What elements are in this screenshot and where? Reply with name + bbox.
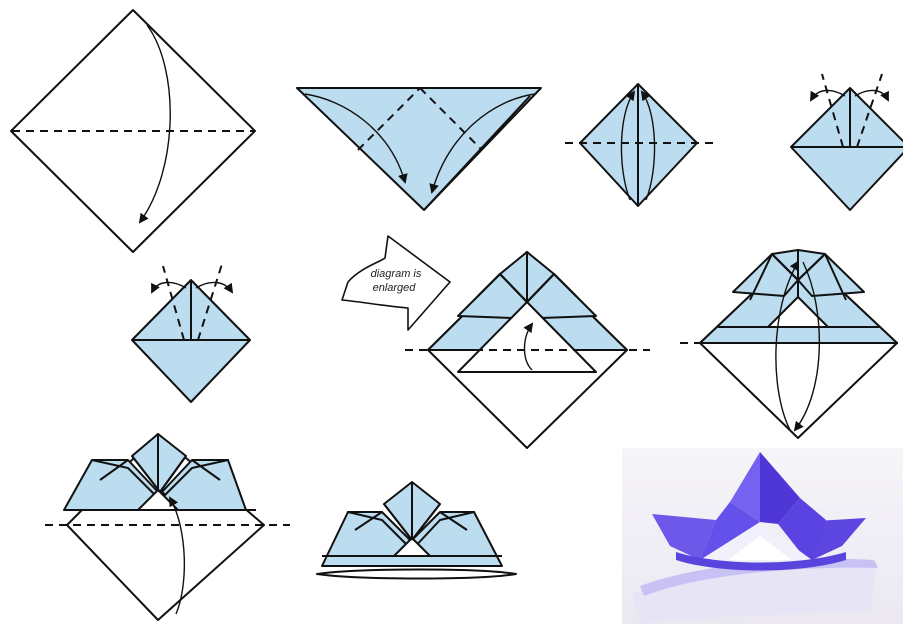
callout-line-2: enlarged	[373, 282, 417, 294]
step-7-diagram	[680, 250, 903, 438]
finished-photo	[622, 448, 903, 624]
step-3-diagram	[565, 84, 715, 206]
step-8-diagram	[45, 434, 290, 620]
enlarged-callout: diagram is enlarged	[342, 236, 450, 330]
callout-line-1: diagram is	[371, 268, 422, 280]
step-9-diagram	[317, 482, 516, 579]
step-2-diagram	[297, 88, 541, 210]
step-4-diagram	[791, 74, 903, 210]
step-1-diagram	[11, 10, 255, 252]
step-5-diagram	[132, 264, 250, 402]
